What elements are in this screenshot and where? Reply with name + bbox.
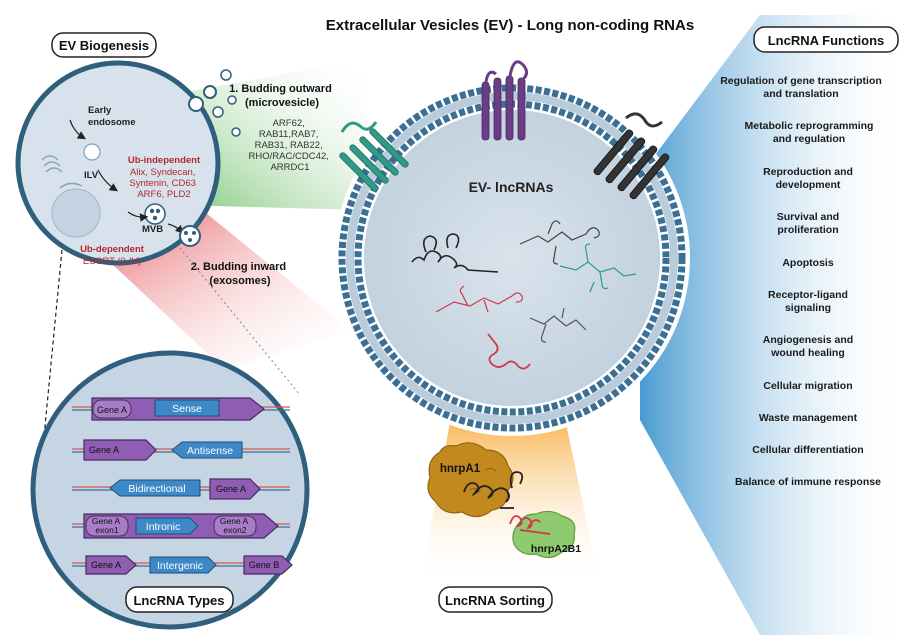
functions-panel-label: LncRNA Functions [753, 26, 899, 53]
lncrna-red-hairpins [487, 333, 531, 370]
teal-receptor [339, 121, 409, 192]
bound-lncrna-hairpins [463, 471, 524, 509]
svg-text:LncRNA Functions: LncRNA Functions [768, 33, 885, 48]
ub-dependent-title: Ub-dependent [80, 244, 145, 255]
gene-label: Gene A [89, 445, 119, 455]
hnrpa2b1-label: hnrpA2B1 [531, 543, 581, 555]
lncrna-gray-structure-2 [529, 307, 587, 343]
ub-independent-factors: Alix, Syndecan, Syntenin, CD63 ARF6, PLD… [129, 167, 198, 200]
lncrna-gray-structure [519, 220, 600, 265]
type-row-intronic: Gene A exon1 Gene A exon2 Intronic [83, 513, 279, 539]
gene-label: Gene A [91, 560, 121, 570]
lncrna-type-label: Bidirectional [128, 483, 185, 495]
gene-label: Gene A [97, 405, 127, 415]
biogenesis-cell [15, 60, 241, 266]
budding-inward-label: 2. Budding inward (exosomes) [191, 261, 289, 287]
lncrna-type-label: Intronic [146, 521, 180, 533]
gene-label: Gene A exon2 [220, 516, 250, 535]
golgi-shape [41, 155, 63, 173]
nucleus-shape [51, 188, 101, 238]
hnrpa1-protein: hnrpA1 [427, 442, 514, 518]
type-row-antisense: Gene A Antisense [83, 439, 243, 461]
exosome-bud [179, 225, 201, 247]
mvb-label: MVB [142, 224, 163, 235]
lncrna-type-label: Antisense [187, 445, 233, 457]
lncrna-red-structure [435, 285, 523, 313]
lncrna-teal-structure [559, 243, 637, 293]
function-item: Waste management [759, 412, 858, 424]
early-endosome-vesicle [83, 143, 101, 161]
bound-lncrna-red [509, 515, 551, 535]
lncrna-black-hairpins [411, 233, 499, 273]
ev-lumen [364, 110, 660, 406]
early-endosome-label: Early endosome [88, 105, 136, 128]
outward-factors: ARF62, RAB11,RAB7, RAB31, RAB22, RHO/RAC… [249, 118, 332, 173]
function-item: Cellular differentiation [752, 444, 863, 456]
gene-label: Gene A exon1 [92, 516, 122, 535]
lncrna-type-label: Sense [172, 403, 202, 415]
purple-receptor [481, 60, 529, 141]
function-item: Cellular migration [763, 380, 852, 392]
ub-independent-title: Ub-independent [128, 155, 201, 166]
function-item: Apoptosis [782, 257, 833, 269]
zoom-connector-right [179, 247, 301, 396]
gene-label: Gene B [249, 560, 280, 570]
budding-outward-label: 1. Budding outward (microvesicle) [229, 83, 335, 109]
ub-dependent-factors: ESCRT (0-IV) [83, 256, 141, 267]
type-row-intergenic: Gene A Intergenic Gene B [85, 555, 293, 575]
gene-label: Gene A [216, 484, 246, 494]
lncrna-type-label: Intergenic [157, 560, 203, 572]
hnrpa1-label: hnrpA1 [440, 463, 481, 475]
page-title: Extracellular Vesicles (EV) - Long non-c… [326, 17, 694, 34]
svg-text:LncRNA Sorting: LncRNA Sorting [445, 593, 545, 608]
types-panel-label: LncRNA Types [125, 586, 234, 613]
biogenesis-panel-label: EV Biogenesis [51, 32, 157, 58]
svg-text:LncRNA Types: LncRNA Types [133, 593, 224, 608]
microvesicle-bud [188, 96, 204, 112]
hnrpa2b1-protein: hnrpA2B1 [512, 510, 581, 559]
type-row-sense: Gene A Sense [91, 397, 265, 421]
ev-lncrnas-label: EV- lncRNAs [469, 179, 554, 195]
mvb-vesicle [144, 203, 166, 225]
ilv-label: ILV [84, 170, 99, 181]
functions-cone [640, 15, 900, 635]
type-row-bidirectional: Bidirectional Gene A [109, 478, 261, 500]
function-item: Balance of immune response [735, 476, 881, 488]
sorting-panel-label: LncRNA Sorting [438, 586, 553, 613]
svg-text:EV Biogenesis: EV Biogenesis [59, 38, 149, 53]
dark-receptor [593, 112, 670, 200]
